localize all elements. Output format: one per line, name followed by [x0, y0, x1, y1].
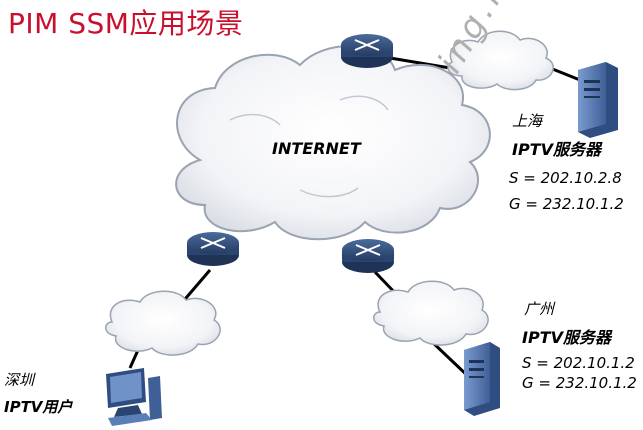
- router-arrows-icon: [200, 237, 226, 249]
- shanghai-cloud: [447, 30, 554, 91]
- shanghai-server-icon: [578, 62, 618, 138]
- router-left: [187, 232, 239, 266]
- guangzhou-city-label: 广州: [524, 300, 555, 318]
- router-arrows-icon: [355, 244, 381, 256]
- guangzhou-server-label: IPTV服务器: [522, 328, 611, 347]
- shanghai-source-label: S = 202.10.2.8: [509, 169, 622, 187]
- link-cloud-guangzhou-server: [428, 338, 472, 380]
- internet-cloud: [175, 45, 491, 241]
- router-right: [342, 239, 394, 273]
- guangzhou-group-label: G = 232.10.1.2: [522, 374, 637, 392]
- link-router-top-cloud: [389, 56, 451, 70]
- cloud-shading: [229, 95, 389, 198]
- link-cloud-shenzhen-user: [128, 349, 140, 369]
- shanghai-city-label: 上海: [512, 112, 543, 130]
- shanghai-group-label: G = 232.10.1.2: [509, 195, 624, 213]
- internet-label: INTERNET: [272, 139, 361, 158]
- shenzhen-user-label: IPTV用户: [4, 398, 73, 416]
- shenzhen-city-label: 深圳: [4, 371, 35, 389]
- guangzhou-cloud: [373, 280, 489, 346]
- guangzhou-source-label: S = 202.10.1.2: [522, 354, 635, 372]
- shenzhen-cloud: [105, 290, 221, 356]
- page-title: PIM SSM应用场景: [8, 7, 244, 40]
- router-top: [341, 34, 393, 68]
- shanghai-server-label: IPTV服务器: [512, 140, 601, 159]
- shenzhen-pc-icon: [106, 368, 162, 426]
- guangzhou-server-icon: [464, 342, 500, 416]
- router-arrows-icon: [354, 39, 380, 51]
